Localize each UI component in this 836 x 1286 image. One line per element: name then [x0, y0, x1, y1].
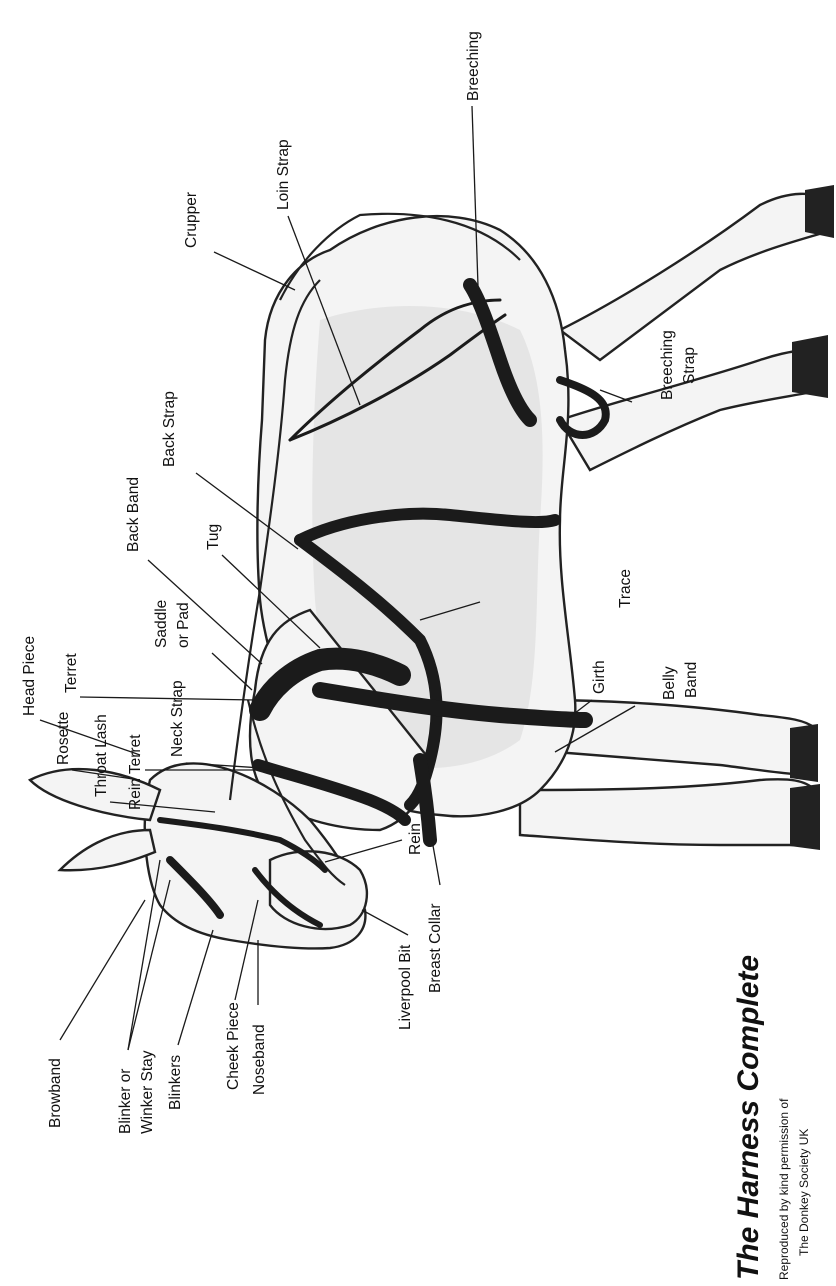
front-leg-lower [520, 779, 815, 845]
leader-blinker-stay2 [128, 880, 170, 1050]
hind-hoof-lower [792, 335, 828, 398]
hind-leg-upper [560, 194, 826, 360]
label-throat-lash: Throat Lash [93, 714, 110, 797]
label-breast-collar: Breast Collar [427, 903, 444, 993]
front-hoof-lower [790, 784, 820, 850]
leader-browband [60, 900, 145, 1040]
label-rosette: Rosette [55, 712, 72, 765]
label-rein: Rein [407, 823, 424, 855]
leader-rein [325, 840, 402, 862]
label-crupper: Crupper [183, 192, 200, 248]
title-block: The Harness Complete Reproduced by kind … [732, 955, 811, 1280]
leader-terret [80, 697, 255, 700]
label-girth: Girth [591, 660, 608, 694]
leader-saddle-pad [212, 653, 252, 690]
label-terret: Terret [63, 653, 80, 693]
leader-crupper [214, 252, 295, 290]
label-trace: Trace [617, 569, 634, 608]
label-back-band: Back Band [125, 477, 142, 552]
label-back-strap: Back Strap [161, 391, 178, 467]
label-blinkers: Blinkers [167, 1055, 184, 1110]
label-cheek-piece: Cheek Piece [225, 1002, 242, 1090]
label-tug: Tug [205, 524, 222, 550]
page-title: The Harness Complete [732, 955, 765, 1280]
donkey-ear-lower [60, 830, 155, 870]
label-breeching-strap-1: Breeching [659, 330, 676, 400]
label-liverpool-bit: Liverpool Bit [397, 944, 414, 1030]
leader-breast-collar [432, 840, 440, 885]
credit-line-2: The Donkey Society UK [797, 1129, 811, 1256]
label-rein-terret: Rein Terret [127, 734, 144, 810]
label-saddle: Saddle [153, 600, 170, 648]
label-head-piece: Head Piece [21, 636, 38, 716]
label-breeching-strap-2: Strap [681, 347, 698, 384]
label-blinker-or: Blinker or [117, 1069, 134, 1134]
label-belly: Belly [661, 666, 678, 700]
leader-blinkers [178, 930, 213, 1045]
label-or-pad: or Pad [175, 602, 192, 648]
leader-blinker-stay1 [128, 860, 160, 1050]
label-winker-stay: Winker Stay [139, 1050, 156, 1134]
front-hoof-upper [790, 724, 818, 782]
label-noseband: Noseband [251, 1024, 268, 1095]
label-band: Band [683, 662, 700, 698]
label-browband: Browband [47, 1058, 64, 1128]
hind-hoof-upper [805, 185, 834, 238]
label-loin-strap: Loin Strap [275, 139, 292, 210]
leader-liverpool-bit [362, 910, 408, 935]
credit-line-1: Reproduced by kind permission of [777, 1098, 791, 1280]
label-neck-strap: Neck Strap [169, 680, 186, 757]
label-breeching: Breeching [465, 31, 482, 101]
